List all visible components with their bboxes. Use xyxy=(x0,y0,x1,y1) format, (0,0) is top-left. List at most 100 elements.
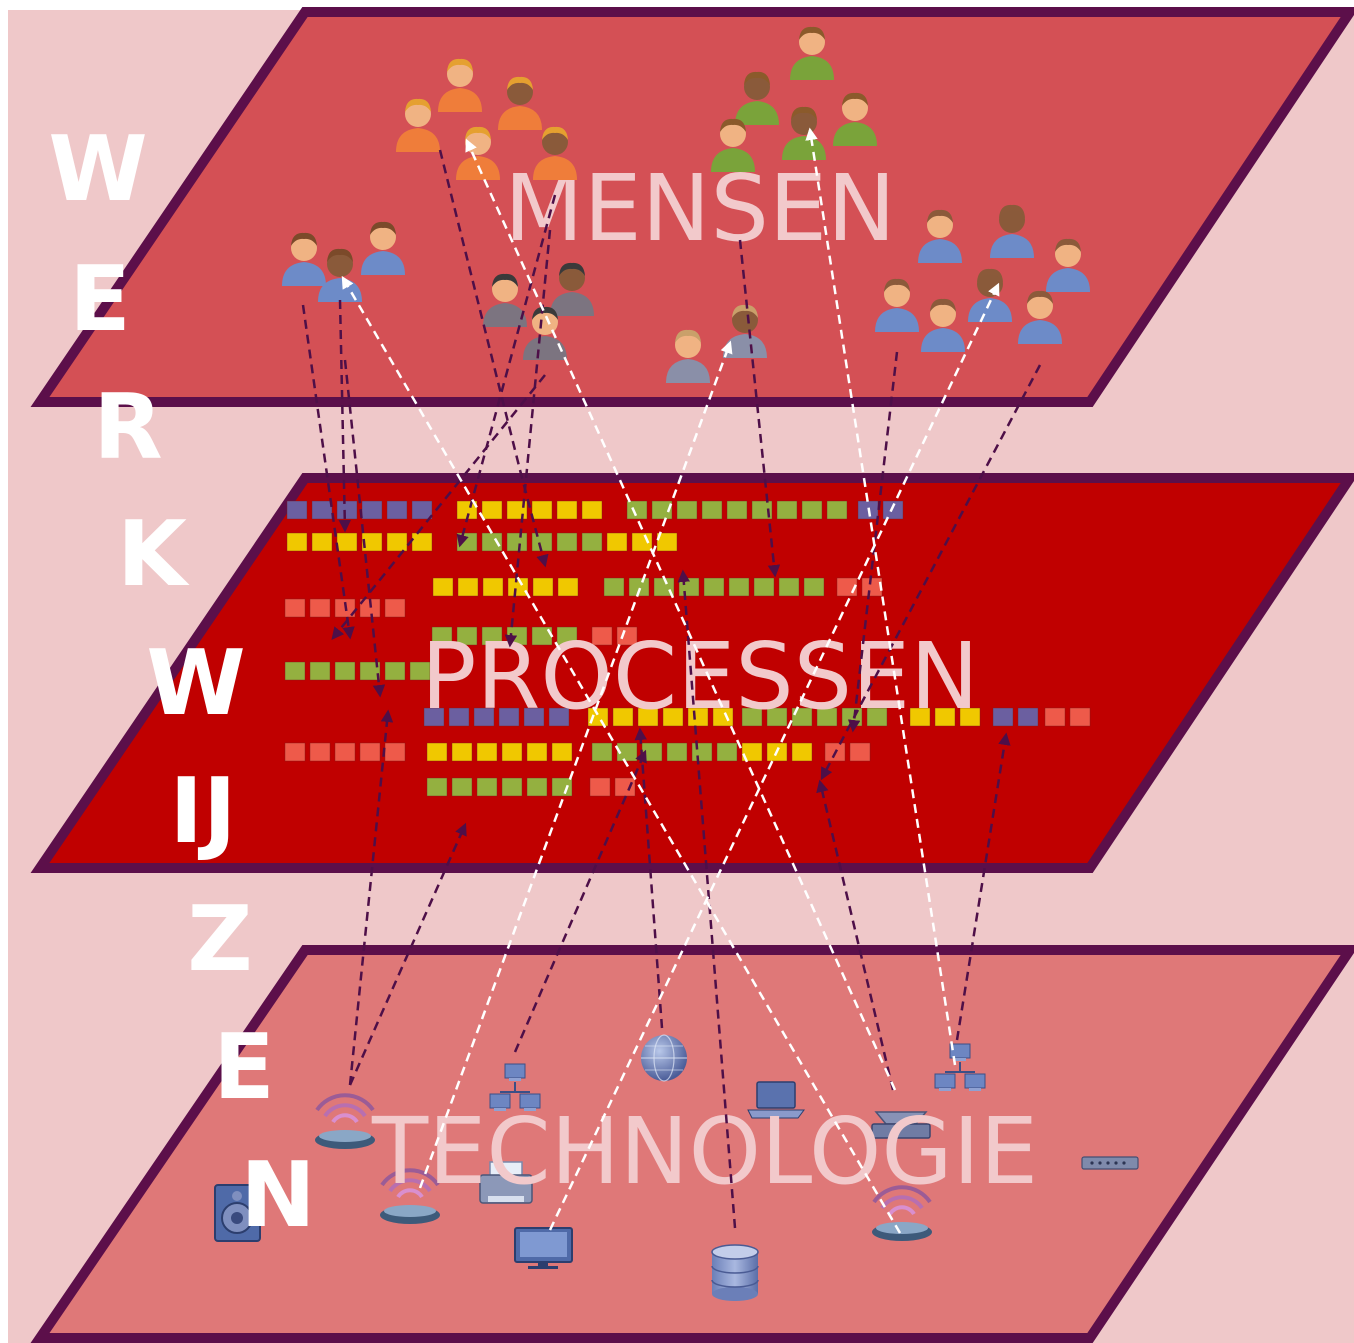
process-task-box xyxy=(476,742,498,762)
process-task-box xyxy=(411,532,433,552)
process-task-box xyxy=(701,500,723,520)
process-task-box xyxy=(556,532,578,552)
process-task-box xyxy=(476,777,498,797)
monitor-icon xyxy=(514,1227,573,1269)
layer-title-technologie: TECHNOLOGIE xyxy=(371,1098,1038,1205)
process-task-box xyxy=(361,500,383,520)
process-task-box xyxy=(457,577,479,597)
connection-arrows xyxy=(301,127,1042,1234)
process-task-box xyxy=(591,626,613,646)
process-task-box xyxy=(481,532,503,552)
database-icon xyxy=(711,1244,759,1301)
process-task-box xyxy=(703,577,725,597)
letter-e: E xyxy=(69,247,130,352)
process-map xyxy=(284,500,1091,797)
process-task-box xyxy=(959,707,981,727)
people-group-blue-right xyxy=(875,204,1090,352)
process-task-box xyxy=(626,500,648,520)
person-icon xyxy=(498,76,542,130)
letter-ij: IJ xyxy=(170,759,237,864)
process-task-box xyxy=(336,500,358,520)
letter-k: K xyxy=(117,502,190,607)
process-task-box xyxy=(451,777,473,797)
process-task-box xyxy=(501,777,523,797)
process-task-box xyxy=(616,626,638,646)
process-task-box xyxy=(386,500,408,520)
letter-w: W xyxy=(48,117,147,222)
process-task-box xyxy=(791,707,813,727)
process-task-box xyxy=(531,500,553,520)
letter-n: N xyxy=(240,1143,315,1248)
process-task-box xyxy=(409,661,431,681)
process-task-box xyxy=(716,742,738,762)
person-icon xyxy=(1018,290,1062,344)
process-task-box xyxy=(498,707,520,727)
process-task-box xyxy=(776,500,798,520)
process-task-box xyxy=(334,742,356,762)
letter-e-2: E xyxy=(213,1015,274,1120)
process-task-box xyxy=(612,707,634,727)
process-task-box xyxy=(284,661,306,681)
process-task-box xyxy=(426,742,448,762)
process-task-box xyxy=(603,577,625,597)
process-task-box xyxy=(909,707,931,727)
network-icon xyxy=(489,1063,541,1112)
process-task-box xyxy=(432,577,454,597)
process-task-box xyxy=(506,532,528,552)
process-task-box xyxy=(866,707,888,727)
process-task-box xyxy=(778,577,800,597)
process-task-box xyxy=(309,661,331,681)
process-task-box xyxy=(456,626,478,646)
process-task-box xyxy=(481,626,503,646)
person-icon xyxy=(711,118,755,172)
process-task-box xyxy=(426,777,448,797)
process-task-box xyxy=(451,742,473,762)
person-icon xyxy=(533,126,577,180)
person-icon xyxy=(990,204,1034,258)
process-task-box xyxy=(556,626,578,646)
process-task-box xyxy=(551,742,573,762)
process-task-box xyxy=(606,532,628,552)
process-task-box xyxy=(637,707,659,727)
person-icon xyxy=(666,329,710,383)
process-task-box xyxy=(691,742,713,762)
process-task-box xyxy=(803,577,825,597)
person-icon xyxy=(282,232,326,286)
process-task-box xyxy=(741,707,763,727)
process-task-box xyxy=(482,577,504,597)
process-task-box xyxy=(726,500,748,520)
process-task-box xyxy=(882,500,904,520)
globe-icon xyxy=(641,1034,687,1082)
process-task-box xyxy=(284,742,306,762)
people-group-gray xyxy=(483,262,594,360)
process-task-box xyxy=(557,577,579,597)
people-group-green xyxy=(711,26,877,172)
person-icon xyxy=(361,221,405,275)
process-task-box xyxy=(849,742,871,762)
process-task-box xyxy=(934,707,956,727)
process-task-box xyxy=(712,707,734,727)
process-task-box xyxy=(678,577,700,597)
person-icon xyxy=(483,273,527,327)
process-task-box xyxy=(359,742,381,762)
process-task-box xyxy=(1069,707,1091,727)
process-task-box xyxy=(431,626,453,646)
process-task-box xyxy=(384,742,406,762)
process-task-box xyxy=(334,661,356,681)
people-group-orange xyxy=(396,58,577,180)
people-group-center xyxy=(666,304,767,383)
process-task-box xyxy=(309,598,331,618)
process-task-box xyxy=(507,577,529,597)
process-task-box xyxy=(651,500,673,520)
process-task-box xyxy=(411,500,433,520)
process-task-box xyxy=(556,500,578,520)
process-task-box xyxy=(614,777,636,797)
process-task-box xyxy=(861,577,883,597)
process-task-box xyxy=(309,742,331,762)
process-task-box xyxy=(741,742,763,762)
process-task-box xyxy=(628,577,650,597)
layer-mensen: MENSEN xyxy=(30,7,1354,407)
speaker-icon xyxy=(214,1184,261,1242)
process-task-box xyxy=(336,532,358,552)
